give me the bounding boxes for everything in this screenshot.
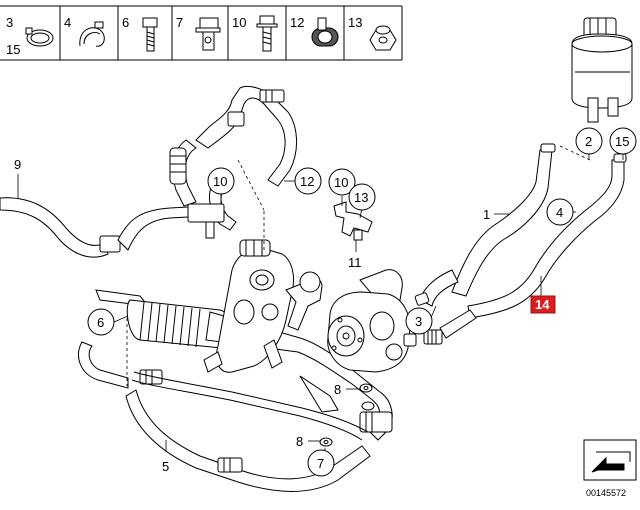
legend-label-12: 12 bbox=[290, 15, 304, 30]
callout-circles bbox=[87, 127, 637, 477]
mounting-bracket bbox=[333, 201, 373, 241]
callout-14: 14 bbox=[535, 297, 550, 312]
callout-4: 4 bbox=[556, 205, 563, 220]
legend-label-13: 13 bbox=[348, 15, 362, 30]
legend-label-4: 4 bbox=[64, 15, 71, 30]
seal-ring bbox=[319, 383, 375, 447]
flange-bolt-icon bbox=[256, 15, 278, 52]
hose-5 bbox=[78, 341, 371, 493]
spring-clip-icon bbox=[79, 21, 105, 47]
hose-clamp-icon bbox=[25, 27, 54, 47]
legend-label-7: 7 bbox=[176, 15, 183, 30]
hose-assembly-right bbox=[414, 143, 627, 345]
hex-bolt-icon bbox=[142, 17, 158, 52]
legend-label-6: 6 bbox=[122, 15, 129, 30]
callout-10-right: 10 bbox=[334, 175, 348, 190]
reservoir bbox=[571, 17, 633, 123]
callout-1: 1 bbox=[483, 207, 490, 222]
legend-label-15: 15 bbox=[6, 42, 20, 57]
legend-label-3: 3 bbox=[6, 15, 13, 30]
callout-9: 9 bbox=[14, 157, 21, 172]
diagram-id: 00145572 bbox=[586, 488, 626, 498]
legend-strip bbox=[0, 5, 403, 61]
callout-12: 12 bbox=[300, 174, 314, 189]
steering-rack bbox=[95, 239, 393, 441]
diagram-id-box bbox=[583, 439, 637, 481]
hex-nut-icon bbox=[369, 25, 397, 51]
hose-bracket-icon bbox=[311, 17, 339, 47]
leader-lines bbox=[17, 145, 624, 452]
callout-8-upper: 8 bbox=[334, 382, 341, 397]
callout-14-highlight bbox=[530, 295, 556, 314]
callout-11: 11 bbox=[348, 255, 362, 270]
hose-assembly-left bbox=[0, 85, 297, 258]
callout-8-lower: 8 bbox=[296, 434, 303, 449]
legend-label-10: 10 bbox=[232, 15, 246, 30]
callout-15: 15 bbox=[615, 134, 629, 149]
callout-10-left: 10 bbox=[213, 174, 227, 189]
callout-5: 5 bbox=[162, 459, 169, 474]
callout-6: 6 bbox=[97, 315, 104, 330]
callout-3: 3 bbox=[415, 314, 422, 329]
callout-7: 7 bbox=[317, 456, 324, 471]
callout-2: 2 bbox=[585, 134, 592, 149]
banjo-bolt-icon bbox=[195, 17, 221, 51]
callout-13: 13 bbox=[354, 190, 368, 205]
power-steering-pump bbox=[327, 269, 417, 373]
